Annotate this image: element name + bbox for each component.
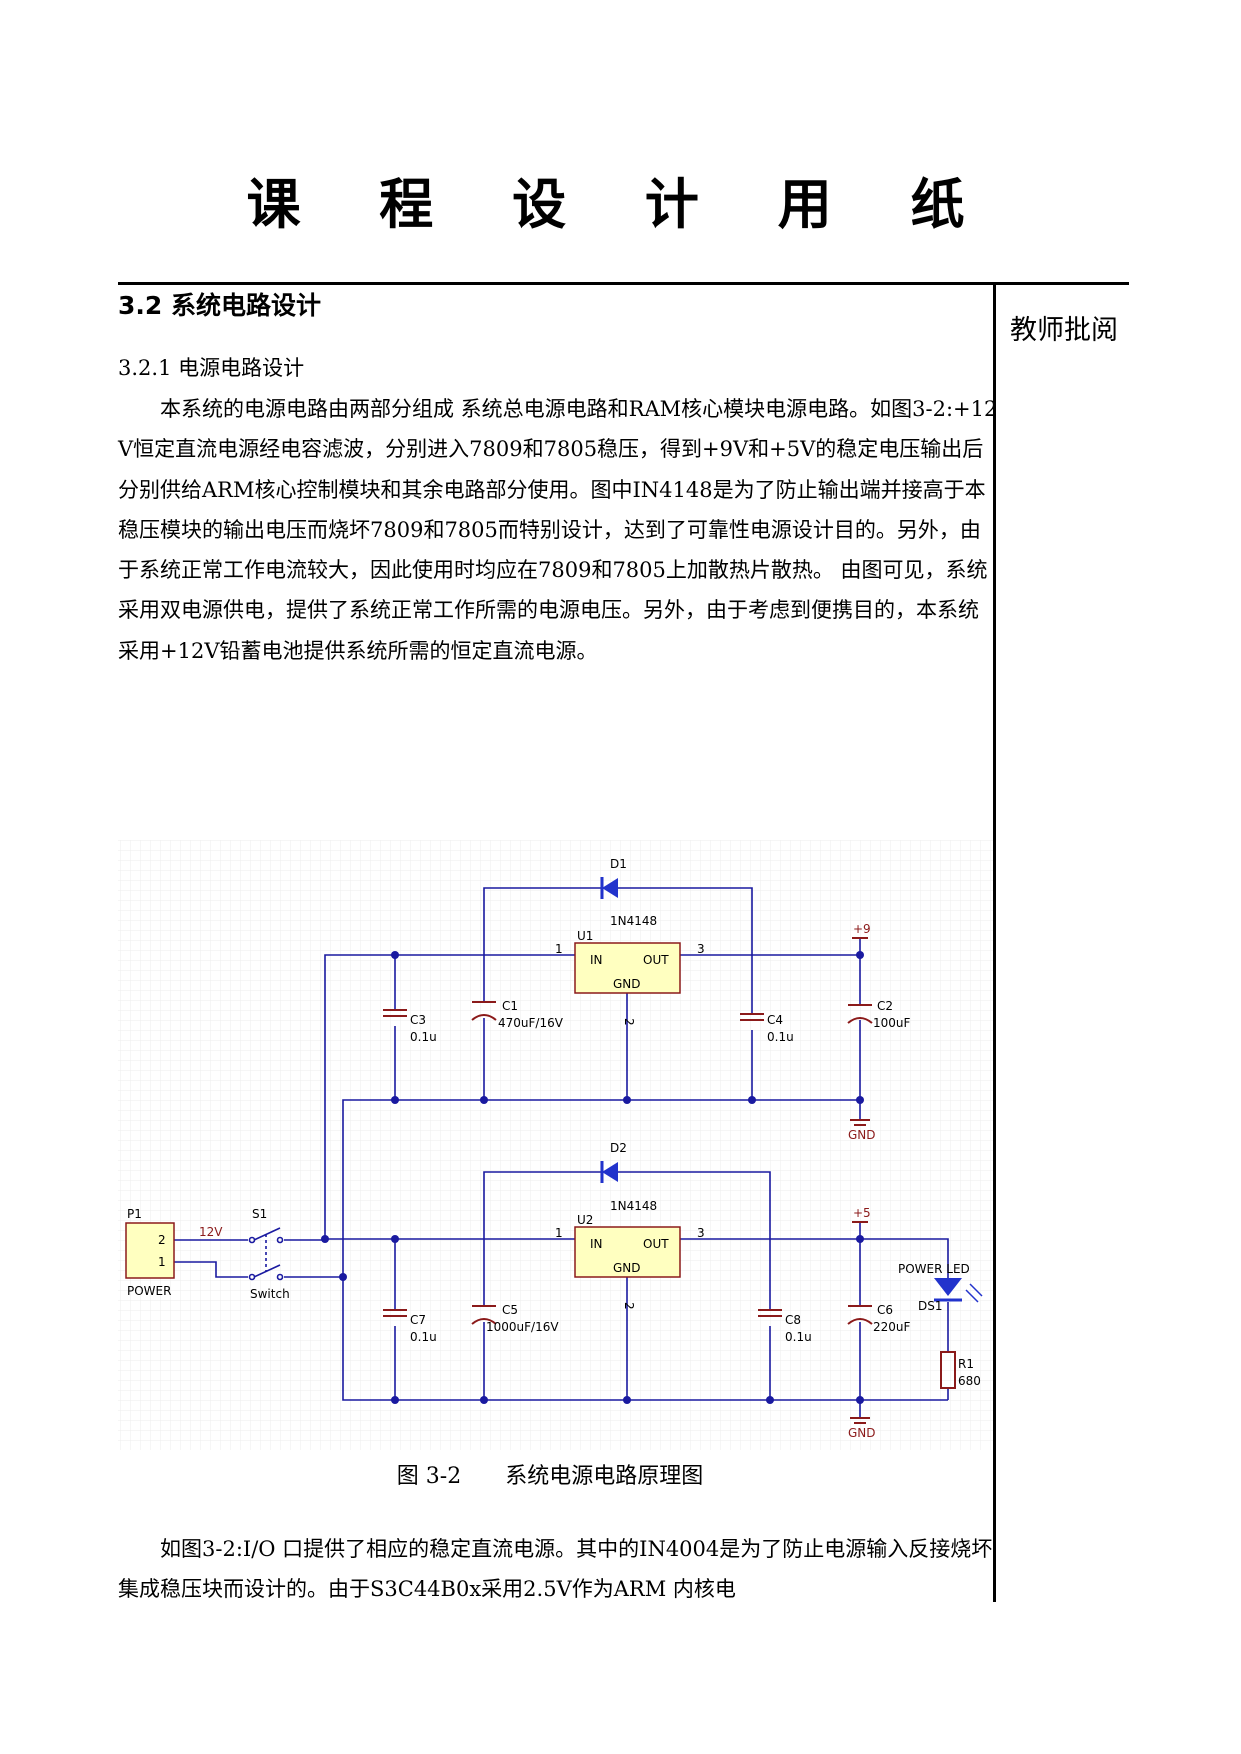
section-heading: 3.2 系统电路设计 — [118, 291, 321, 320]
capacitors — [383, 1001, 873, 1325]
body-paragraph-1: 本系统的电源电路由两部分组成 系统总电源电路和RAM核心模块电源电路。如图3-2… — [118, 397, 998, 663]
label-c3: C3 — [410, 1013, 426, 1027]
label-r1: R1 — [958, 1357, 974, 1371]
label-gnd-top: GND — [848, 1128, 876, 1142]
label-c3-val: 0.1u — [410, 1030, 437, 1044]
label-r1-val: 680 — [958, 1374, 981, 1388]
label-c1-val: 470uF/16V — [498, 1016, 564, 1030]
label-power-led: POWER LED — [898, 1262, 970, 1276]
regulator-u1 — [574, 942, 681, 994]
diode-d1 — [600, 877, 618, 899]
label-d1: D1 — [610, 857, 627, 871]
wires — [174, 887, 949, 1418]
label-plus5: +5 — [853, 1206, 871, 1220]
subsection-heading: 3.2.1 电源电路设计 — [118, 356, 305, 380]
label-plus9: +9 — [853, 922, 871, 936]
label-d1-part: 1N4148 — [610, 914, 657, 928]
label-u2-out: OUT — [643, 1237, 669, 1251]
label-u2-in: IN — [590, 1237, 603, 1251]
diode-d2 — [600, 1161, 618, 1183]
label-c4-val: 0.1u — [767, 1030, 794, 1044]
body-paragraph-2: 如图3-2:I/O 口提供了相应的稳定直流电源。其中的IN4004是为了防止电源… — [118, 1537, 993, 1602]
power-supply-schematic: D1 1N4148 U1 1 3 IN OUT GND 2 C3 0.1u C1… — [118, 840, 993, 1450]
margin-rule — [993, 282, 996, 1602]
label-u1-in: IN — [590, 953, 603, 967]
label-switch: Switch — [250, 1287, 290, 1301]
label-s1: S1 — [252, 1207, 267, 1221]
schematic-grid — [118, 840, 993, 1450]
label-u1-pin3: 3 — [697, 942, 705, 956]
label-c1: C1 — [502, 999, 518, 1013]
label-u1-gnd: GND — [613, 977, 641, 991]
label-d2-part: 1N4148 — [610, 1199, 657, 1213]
label-d2: D2 — [610, 1141, 627, 1155]
label-u2-pin1: 1 — [555, 1226, 563, 1240]
label-p1-name: POWER — [127, 1284, 171, 1298]
label-p1: P1 — [127, 1207, 142, 1221]
label-c5: C5 — [502, 1303, 518, 1317]
label-c4: C4 — [767, 1013, 783, 1027]
label-u2-pin2: 2 — [622, 1302, 636, 1310]
label-c5-val: 1000uF/16V — [486, 1320, 559, 1334]
label-u1-pin1: 1 — [555, 942, 563, 956]
label-c2-val: 100uF — [873, 1016, 911, 1030]
label-c7: C7 — [410, 1313, 426, 1327]
label-gnd-bottom: GND — [848, 1426, 876, 1440]
top-rule — [118, 282, 1129, 285]
connector-p1 — [125, 1222, 175, 1279]
label-c2: C2 — [877, 999, 893, 1013]
label-p1-pin1: 1 — [158, 1255, 166, 1269]
label-c6-val: 220uF — [873, 1320, 911, 1334]
label-u1-out: OUT — [643, 953, 669, 967]
label-c8: C8 — [785, 1313, 801, 1327]
label-u2-gnd: GND — [613, 1261, 641, 1275]
figure-caption: 图 3-2 系统电源电路原理图 — [396, 1464, 704, 1489]
label-u2-pin3: 3 — [697, 1226, 705, 1240]
power-led — [934, 1278, 983, 1303]
teacher-review-label: 教师批阅 — [1010, 315, 1118, 346]
label-u1: U1 — [577, 929, 593, 943]
switch-s1 — [248, 1227, 284, 1281]
label-ds1: DS1 — [918, 1299, 943, 1313]
label-u1-pin2: 2 — [622, 1018, 636, 1026]
resistor-r1 — [940, 1351, 956, 1389]
label-c6: C6 — [877, 1303, 893, 1317]
junction-dots — [321, 951, 864, 1404]
label-u2: U2 — [577, 1213, 593, 1227]
page-title: 课 程 设 计 用 纸 — [246, 173, 995, 236]
regulator-u2 — [574, 1226, 681, 1278]
label-12v-net: 12V — [199, 1225, 223, 1239]
label-p1-pin2: 2 — [158, 1233, 166, 1247]
label-c8-val: 0.1u — [785, 1330, 812, 1344]
power-symbols — [850, 937, 870, 1424]
label-c7-val: 0.1u — [410, 1330, 437, 1344]
